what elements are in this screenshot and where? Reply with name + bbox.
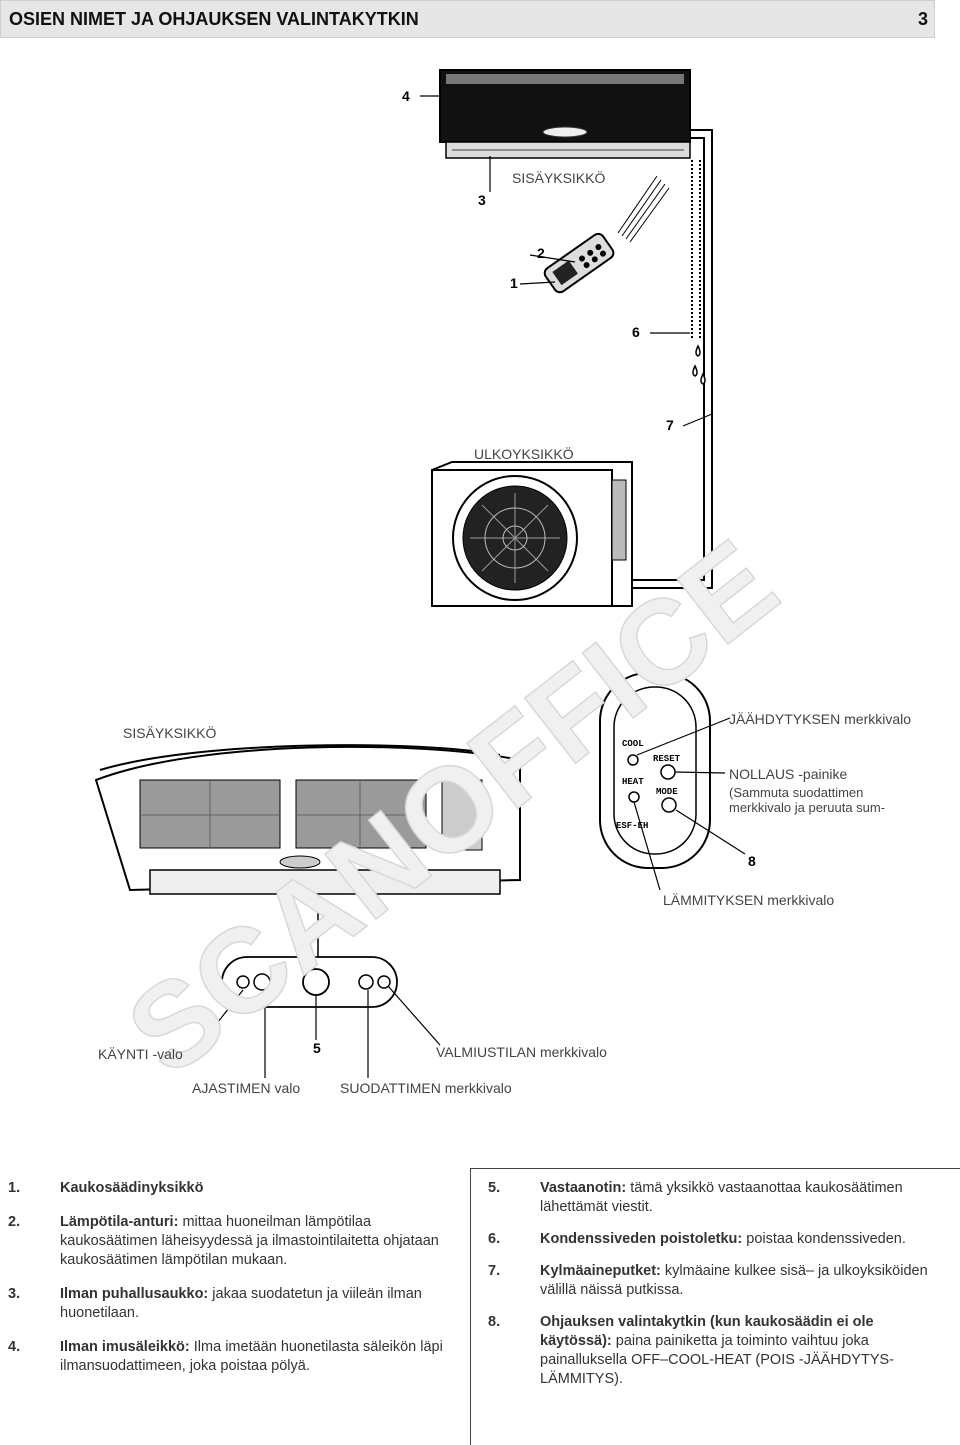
page-title: OSIEN NIMET JA OHJAUKSEN VALINTAKYTKIN — [9, 9, 419, 29]
item-term: Kondenssiveden poistoletku: — [540, 1231, 743, 1247]
list-item: 2. Lämpötila-anturi: mittaa huoneilman lä… — [8, 1213, 463, 1270]
label-outdoor: ULKOYKSIKKÖ — [474, 446, 574, 462]
indoor-unit-drawing — [439, 69, 691, 159]
unit-diagram: 4 3 2 1 6 7 COOL RESET HEAT MODE — [94, 69, 801, 1101]
remote-control-drawing — [543, 232, 615, 294]
item-desc: tämä yksikkö vastaanottaa kaukosäätimen … — [540, 1180, 903, 1215]
parts-list-right: 5. Vastaanotin: tämä yksikkö vastaanottaa… — [488, 1168, 928, 1389]
item-number: 5. — [488, 1180, 501, 1196]
item-desc: kylmäaine kulkee sisä– ja ulkoyksiköiden… — [540, 1263, 928, 1298]
item-desc: poistaa kondenssiveden. — [742, 1231, 906, 1247]
item-number: 8. — [488, 1314, 501, 1330]
panel-cool-text: COOL — [622, 739, 644, 749]
callout-6: 6 — [632, 324, 640, 340]
item-number: 7. — [488, 1263, 501, 1279]
drain-drops-drawing — [692, 344, 706, 385]
callout-3: 3 — [478, 192, 486, 208]
callout-5: 5 — [313, 1040, 321, 1056]
item-desc: Ilma imetään huonetilasta säleikön läpi … — [60, 1339, 443, 1374]
list-item: 5. Vastaanotin: tämä yksikkö vastaanottaa… — [488, 1179, 928, 1217]
column-divider — [470, 1168, 471, 1445]
label-reset-desc: (Sammuta suodattimen merkkivalo ja peruu… — [729, 785, 886, 815]
list-item: 8. Ohjauksen valintakytkin (kun kaukosääd… — [488, 1313, 928, 1389]
callout-1: 1 — [510, 275, 518, 291]
callout-8: 8 — [748, 853, 756, 869]
refrigerant-pipes-drawing — [632, 129, 713, 589]
item-number: 6. — [488, 1231, 501, 1247]
item-term: Lämpötila-anturi: — [60, 1214, 179, 1230]
label-indoor-bottom: SISÄYKSIKKÖ — [123, 725, 217, 741]
label-reset-button: NOLLAUS -painike — [729, 766, 848, 782]
item-term: Vastaanotin: — [540, 1180, 627, 1196]
page-header: OSIEN NIMET JA OHJAUKSEN VALINTAKYTKIN 3 — [0, 0, 935, 38]
outdoor-unit-drawing — [431, 461, 633, 607]
item-number: 3. — [8, 1286, 21, 1302]
parts-list-left: 1. Kaukosäädinyksikkö 2. Lämpötila-anturi:… — [8, 1168, 463, 1376]
item-desc: jakaa suodatetun ja viileän ilman huonet… — [60, 1286, 422, 1321]
item-number: 4. — [8, 1339, 21, 1355]
item-desc: paina painiketta ja toiminto vaihtuu jok… — [540, 1333, 894, 1387]
label-heating-light: LÄMMITYKSEN merkkivalo — [663, 892, 835, 908]
label-run-light: KÄYNTI -valo — [98, 1046, 183, 1062]
list-item: 7. Kylmäaineputket: kylmäaine kulkee sisä… — [488, 1262, 928, 1300]
item-term: Kylmäaineputket: — [540, 1263, 661, 1279]
label-cooling-light: JÄÄHDYTYKSEN merkkivalo — [729, 711, 912, 727]
list-item: 3. Ilman puhallusaukko: jakaa suodatetun … — [8, 1285, 463, 1323]
item-term: Ohjauksen valintakytkin (kun kaukosäädin… — [540, 1314, 874, 1349]
list-item: 6. Kondenssiveden poistoletku: poistaa ko… — [488, 1230, 928, 1249]
item-term: Ilman imusäleikkö: — [60, 1339, 190, 1355]
panel-esf-text: ESF-EH — [616, 821, 648, 831]
panel-heat-text: HEAT — [622, 777, 644, 787]
column-top-rule — [470, 1168, 960, 1169]
label-indoor-top: SISÄYKSIKKÖ — [512, 170, 606, 186]
open-indoor-unit-drawing — [94, 744, 521, 960]
panel-mode-text: MODE — [656, 787, 678, 797]
list-item: 1. Kaukosäädinyksikkö — [8, 1179, 463, 1198]
label-standby-light: VALMIUSTILAN merkkivalo — [436, 1044, 607, 1060]
label-timer-light: AJASTIMEN valo — [192, 1080, 301, 1096]
item-term: Ilman puhallusaukko: — [60, 1286, 209, 1302]
page-number: 3 — [917, 9, 928, 29]
callout-7: 7 — [666, 417, 674, 433]
item-term: Kaukosäädinyksikkö — [60, 1180, 204, 1196]
item-number: 2. — [8, 1214, 21, 1230]
remote-signal-drawing — [617, 175, 670, 243]
callout-2: 2 — [537, 245, 545, 261]
control-panel-drawing: COOL RESET HEAT MODE ESF-EH — [599, 672, 711, 869]
indicator-strip-drawing — [221, 956, 398, 1008]
list-item: 4. Ilman imusäleikkö: Ilma imetään huonet… — [8, 1338, 463, 1376]
item-desc: mittaa huoneilman lämpötilaa kaukosäätim… — [60, 1214, 439, 1268]
callout-4: 4 — [402, 88, 410, 104]
item-number: 1. — [8, 1180, 21, 1196]
panel-reset-text: RESET — [653, 754, 681, 764]
label-filter-light: SUODATTIMEN merkkivalo — [340, 1080, 512, 1096]
